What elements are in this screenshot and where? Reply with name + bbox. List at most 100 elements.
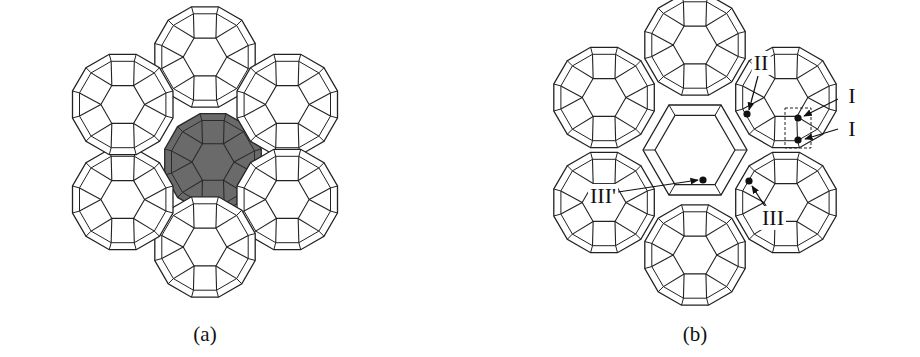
cage-edge (215, 14, 217, 38)
cage-edge (808, 98, 829, 110)
cage-edge (330, 116, 337, 118)
cage-edge (808, 203, 829, 215)
cage-outline (73, 149, 174, 249)
cage-edge (796, 54, 798, 78)
hexagon-face (764, 79, 808, 117)
cage-edge (178, 127, 183, 132)
cage-edge (80, 188, 101, 200)
cage-edge (155, 259, 162, 261)
cage-edge (133, 156, 135, 180)
cage-edge (173, 25, 194, 38)
cage-edge (193, 76, 195, 100)
cage-edge (645, 242, 652, 244)
cage-edge (808, 191, 829, 203)
cage-edge (256, 218, 277, 231)
cage-edge (162, 45, 183, 57)
cage-edge (707, 298, 709, 305)
cage-outline (73, 54, 174, 154)
site-label: III' (588, 184, 618, 208)
cage-edge (643, 150, 655, 151)
cage-edge (192, 100, 194, 107)
site-label: I (846, 117, 857, 141)
cage-edge (111, 218, 113, 242)
cage-edge (251, 68, 256, 73)
cage-edge (274, 243, 276, 250)
hexagon-face (192, 144, 234, 180)
cage-edge (614, 221, 616, 245)
cage-edge (614, 54, 616, 78)
cage-edge (798, 47, 800, 54)
cage-edge (244, 93, 265, 105)
cage-edge (109, 148, 111, 155)
cage-edge (309, 105, 330, 117)
cage-edge (183, 132, 203, 144)
cage-edge (592, 221, 594, 245)
cage-edge (736, 109, 743, 111)
cage-edge (298, 168, 319, 181)
cage-edge (616, 141, 618, 148)
cage-edge (309, 188, 330, 200)
cage-edge (251, 163, 256, 168)
cage-edge (111, 123, 113, 147)
cage-edge (749, 166, 754, 171)
leader-line (618, 180, 698, 192)
cage-edge (626, 191, 647, 203)
cage-edge (309, 200, 330, 212)
cage-edge (299, 243, 301, 250)
cage-edge (72, 91, 79, 93)
cage-edge (298, 73, 319, 86)
cage-edge (706, 274, 727, 287)
cage-edge (275, 156, 277, 180)
cage-edge (173, 215, 194, 228)
cage-edge (171, 162, 192, 173)
cage-edge (727, 8, 732, 13)
cage-edge (227, 45, 248, 57)
cage-edge (80, 156, 166, 242)
cage-edge (829, 189, 836, 191)
cage-edge (244, 105, 265, 117)
cage-edge (663, 64, 684, 77)
cage-edge (738, 242, 745, 244)
cage-edge (237, 91, 244, 93)
cage-edge (134, 148, 136, 155)
cage-edge (727, 77, 732, 82)
cage-edge (717, 243, 738, 255)
cage-edge (133, 218, 135, 242)
cage-edge (215, 76, 217, 100)
cage-edge (171, 151, 192, 162)
cage-edge (168, 279, 173, 284)
site-label: I (846, 84, 857, 108)
cage-edge (155, 44, 162, 46)
cage-edge (647, 214, 654, 216)
cage-edge (166, 91, 173, 93)
cage-edge (735, 150, 747, 151)
cage-edge (615, 221, 636, 234)
cage-edge (298, 218, 300, 242)
cage-edge (134, 54, 136, 61)
cage-edge (626, 86, 647, 98)
faujasite-framework-b (554, 0, 836, 305)
leader-lines (618, 76, 838, 208)
cation-site-dot (794, 136, 801, 143)
hexagon-face (673, 236, 717, 274)
cage-edge (154, 163, 159, 168)
cage-edge (567, 166, 572, 171)
cage-edge (111, 61, 113, 85)
cage-edge (217, 7, 219, 14)
cage-edge (201, 120, 203, 143)
cage-edge (818, 234, 823, 239)
cage-edge (330, 211, 337, 213)
cage-edge (715, 185, 721, 195)
cage-edge (111, 156, 113, 180)
cage-edge (256, 123, 277, 136)
cage-edge (774, 159, 776, 183)
cage-edge (299, 149, 301, 156)
cage-edge (216, 266, 237, 279)
cage-edge (669, 185, 675, 195)
cage-edge (248, 234, 255, 236)
cage-edge (91, 73, 112, 86)
cage-edge (178, 192, 183, 197)
leader-line (804, 99, 838, 116)
cage-edge (162, 235, 183, 247)
